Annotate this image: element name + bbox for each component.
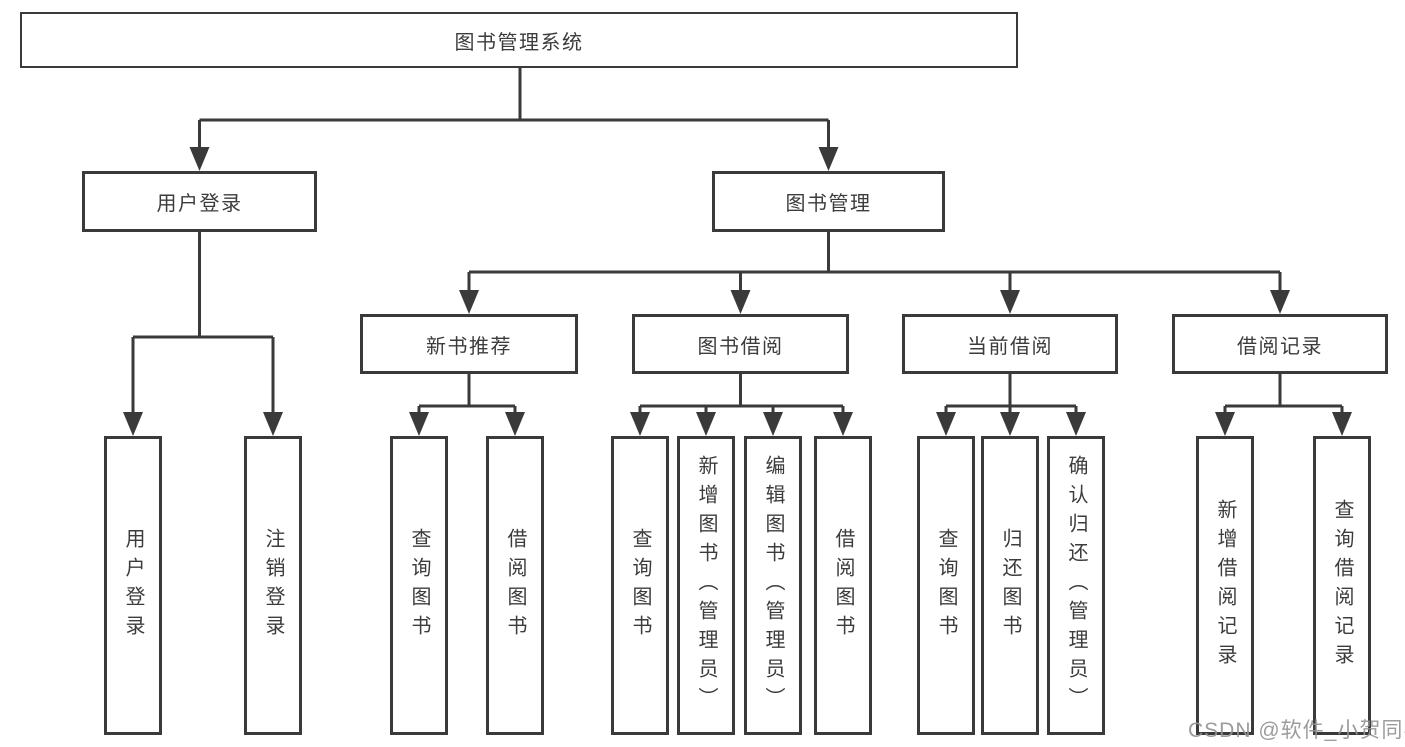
leaf-recommend-borrow-books: 借阅图书	[486, 436, 544, 735]
leaf-confirm-return-admin: 确认归还（管理员）	[1047, 436, 1105, 735]
leaf-borrow-books: 借阅图书	[814, 436, 872, 735]
leaf-recommend-query-books: 查询图书	[390, 436, 448, 735]
leaf-current-query-books: 查询图书	[917, 436, 975, 735]
node-current-borrow: 当前借阅	[902, 314, 1118, 374]
node-borrow-records: 借阅记录	[1172, 314, 1388, 374]
leaf-user-login: 用户登录	[104, 436, 162, 735]
leaf-return-books: 归还图书	[981, 436, 1039, 735]
leaf-borrow-query-books: 查询图书	[611, 436, 669, 735]
node-book-management-branch: 图书管理	[712, 171, 945, 232]
csdn-watermark: CSDN @软件_小贺同学	[1188, 719, 1405, 742]
node-system-root: 图书管理系统	[20, 12, 1018, 68]
node-book-borrow: 图书借阅	[632, 314, 849, 374]
leaf-query-borrow-record: 查询借阅记录	[1313, 436, 1371, 735]
leaf-edit-book-admin: 编辑图书（管理员）	[744, 436, 802, 735]
arrowheads	[123, 147, 1352, 436]
node-new-book-recommend: 新书推荐	[360, 314, 578, 374]
node-user-login-branch: 用户登录	[82, 171, 317, 232]
leaf-add-book-admin: 新增图书（管理员）	[677, 436, 735, 735]
leaf-logout: 注销登录	[244, 436, 302, 735]
leaf-add-borrow-record: 新增借阅记录	[1196, 436, 1254, 735]
